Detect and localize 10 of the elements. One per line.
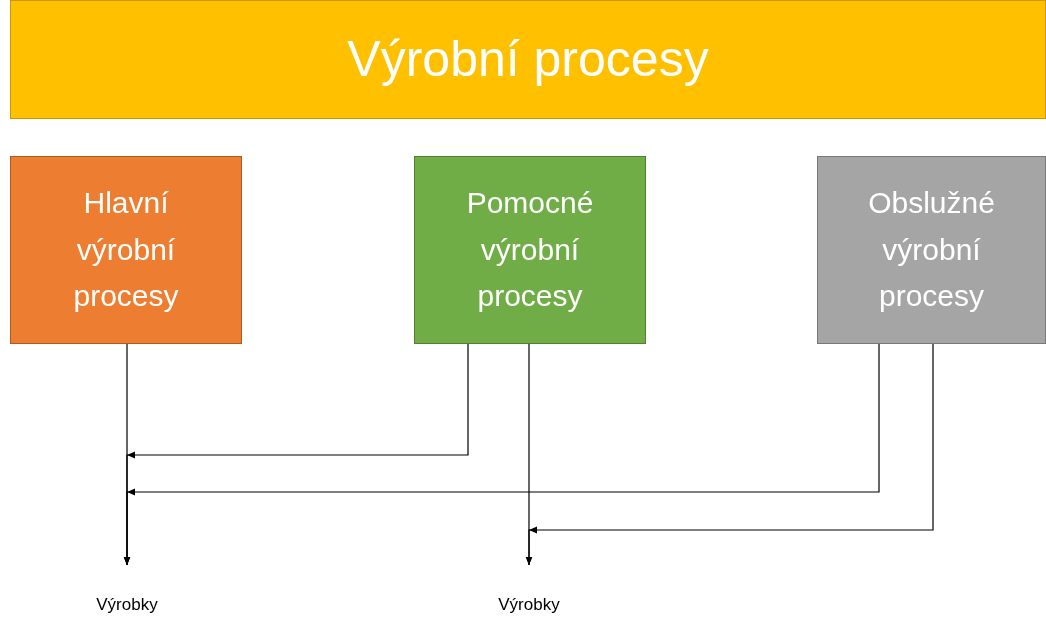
- process-box: [817, 156, 1046, 344]
- process-box: [10, 156, 242, 344]
- process-box: [414, 156, 646, 344]
- banner-title: Výrobní procesy: [347, 29, 709, 89]
- process-label: Obslužné výrobní procesy: [867, 185, 996, 315]
- output-label: Výrobky: [498, 593, 560, 616]
- process-label: Pomocné výrobní procesy: [465, 185, 595, 315]
- output-label: Výrobky: [96, 593, 158, 616]
- title-banner: [10, 0, 1046, 119]
- process-label: Hlavní výrobní procesy: [72, 185, 180, 315]
